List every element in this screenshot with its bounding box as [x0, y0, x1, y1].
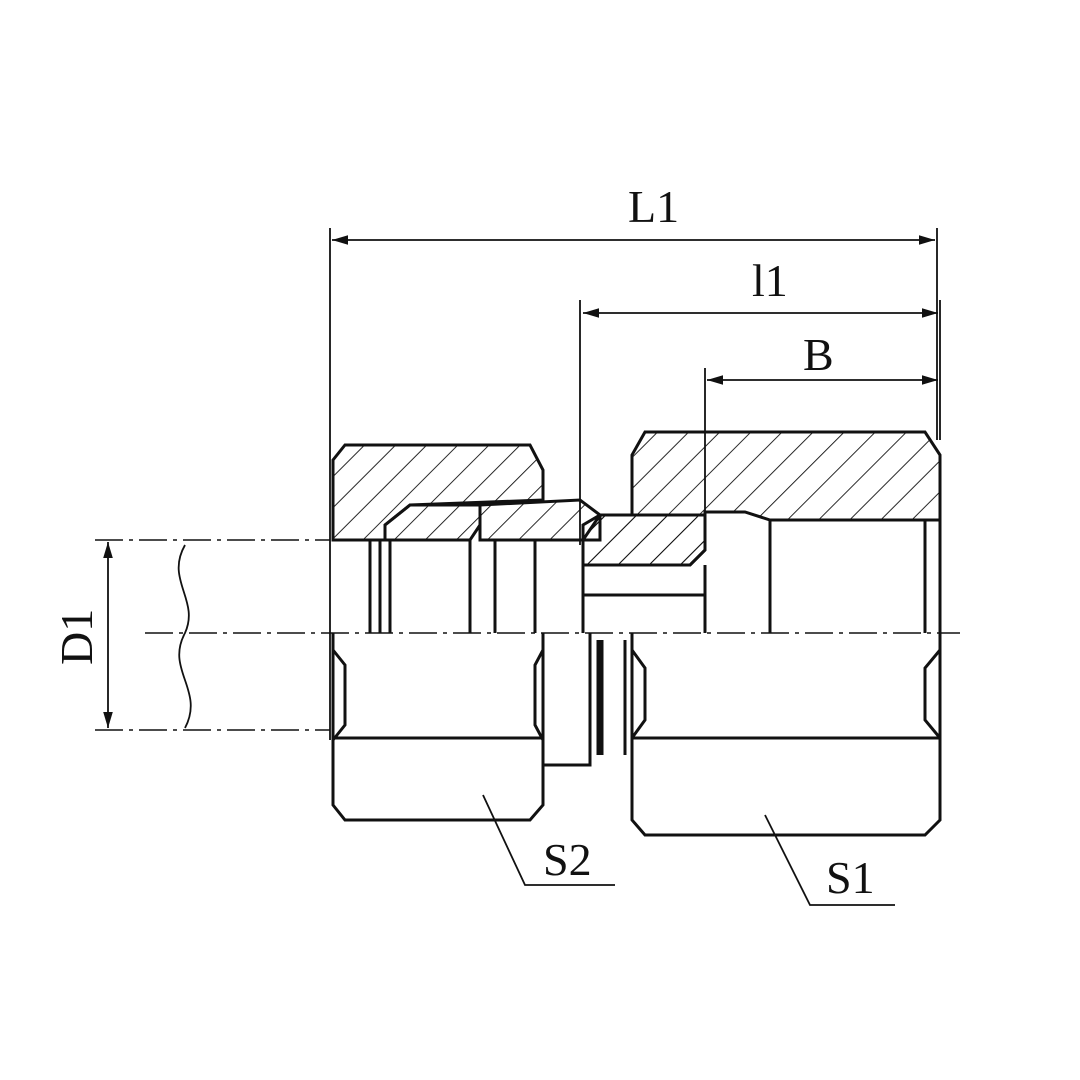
dimension-L1: L1	[329, 181, 938, 740]
dimension-D1: D1	[51, 539, 330, 731]
label-L1: L1	[628, 181, 679, 232]
right-nut	[581, 430, 942, 837]
label-B: B	[803, 329, 834, 380]
label-S1: S1	[826, 852, 875, 903]
label-S2: S2	[543, 834, 592, 885]
label-D1: D1	[51, 609, 102, 665]
label-l1: l1	[752, 255, 788, 306]
leader-S2: S2	[482, 794, 615, 886]
left-nut	[331, 443, 602, 822]
dimension-l1: l1	[579, 255, 941, 545]
leader-S1: S1	[764, 814, 895, 906]
